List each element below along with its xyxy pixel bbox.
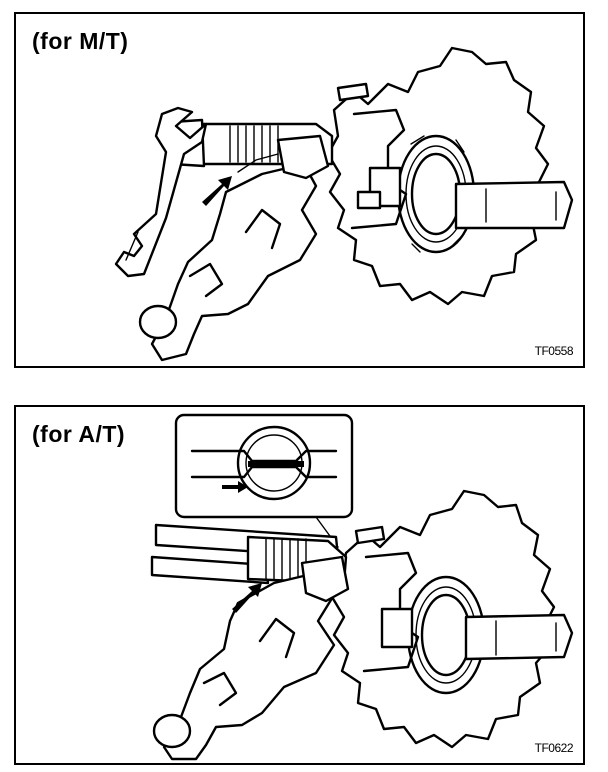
panel-title: (for A/T)	[32, 421, 126, 447]
direction-arrow-icon	[222, 481, 248, 493]
hand-icon	[152, 571, 336, 761]
clamp	[276, 134, 330, 180]
bolt-top	[336, 82, 370, 102]
wrench-icon	[114, 106, 208, 278]
panel-mt: (for M/T) TF0558	[14, 12, 585, 368]
panel-at: (for A/T) TF0622	[14, 405, 585, 765]
figure-code: TF0622	[534, 741, 574, 755]
bolt-top	[354, 525, 386, 545]
clamp	[300, 555, 350, 603]
panel-title: (for M/T)	[32, 28, 129, 54]
shaft	[454, 180, 574, 230]
gear-sprocket-icon	[326, 46, 550, 306]
hand-icon	[138, 153, 318, 362]
direction-arrow-icon	[202, 176, 232, 206]
figure-code: TF0558	[534, 344, 574, 358]
mt-illustration	[114, 46, 574, 362]
shaft	[464, 613, 574, 661]
gear-sprocket-icon	[330, 489, 556, 749]
tool-body	[150, 523, 348, 585]
direction-arrow-icon	[232, 583, 262, 613]
at-illustration	[150, 413, 574, 761]
